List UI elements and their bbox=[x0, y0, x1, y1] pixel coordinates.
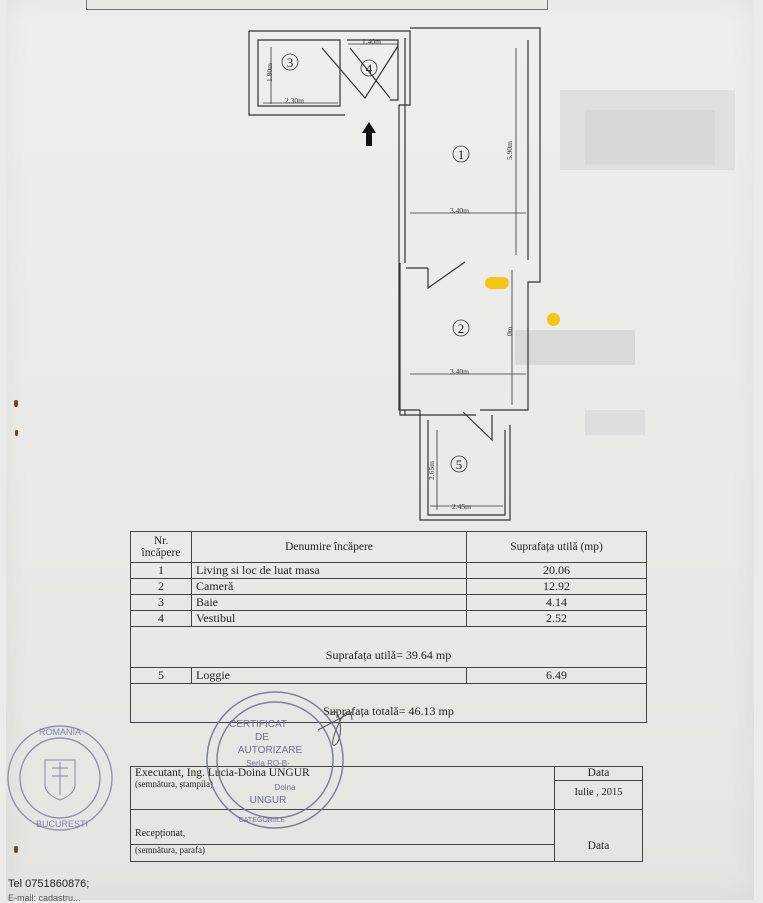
room-number: 1 bbox=[458, 147, 465, 162]
receptionat-note: (semnătura, parafa) bbox=[135, 845, 205, 855]
dim-label: 1.40m bbox=[362, 37, 381, 46]
header-name: Denumire încăpere bbox=[191, 531, 467, 563]
dim-label: 2.30m bbox=[285, 96, 304, 105]
room-number: 4 bbox=[366, 61, 373, 76]
row-nr: 2 bbox=[130, 578, 192, 595]
dim-label: 5.90m bbox=[505, 141, 514, 160]
footer-email: E-mail: cadastru... bbox=[8, 893, 81, 903]
room-number: 5 bbox=[456, 457, 463, 472]
row-area: 12.92 bbox=[466, 578, 647, 595]
row-name: Cameră bbox=[191, 578, 467, 595]
punch-mark bbox=[15, 430, 18, 436]
receptionat-label: Recepționat, bbox=[135, 828, 186, 839]
footer-phone: Tel 0751860876; bbox=[8, 878, 90, 890]
useful-total: Suprafața utilă= 39.64 mp bbox=[325, 647, 452, 662]
table-row: 3 Baie 4.14 bbox=[130, 594, 647, 611]
table-row: 5 Loggie 6.49 bbox=[130, 667, 647, 684]
row-area: 4.14 bbox=[466, 594, 647, 611]
dim-label: 3.40m bbox=[450, 367, 469, 376]
grand-total-row: Suprafața totală= 46.13 mp bbox=[130, 683, 647, 723]
table-row: 4 Vestibul 2.52 bbox=[130, 610, 647, 627]
redacted-area bbox=[515, 330, 635, 365]
row-nr: 5 bbox=[130, 667, 192, 684]
grand-total: Suprafața totală= 46.13 mp bbox=[323, 703, 454, 718]
row-nr: 1 bbox=[130, 562, 192, 579]
row-nr: 4 bbox=[130, 610, 192, 627]
data-label-2: Data bbox=[587, 840, 610, 852]
dim-label: 2.65m bbox=[427, 461, 436, 480]
redacted-area bbox=[585, 410, 645, 435]
dim-label: 3.40m bbox=[450, 206, 469, 215]
useful-total-row: Suprafața utilă= 39.64 mp bbox=[130, 626, 647, 668]
signature-table: Executant, Ing. Lucia-Doina UNGUR (semnă… bbox=[130, 766, 643, 862]
row-area: 6.49 bbox=[466, 667, 647, 684]
header-strip bbox=[86, 0, 548, 10]
row-area: 20.06 bbox=[466, 562, 647, 579]
executant-note: (semnătura, ștampila) bbox=[135, 779, 213, 789]
row-name: Baie bbox=[191, 594, 467, 611]
dim-label: 0m bbox=[505, 326, 514, 336]
row-name: Vestibul bbox=[191, 610, 467, 627]
redacted-area bbox=[585, 110, 715, 165]
header-nr: Nr. încăpere bbox=[130, 531, 192, 563]
room-number: 2 bbox=[458, 321, 465, 336]
header-area: Suprafața utilă (mp) bbox=[466, 531, 647, 563]
data-label: Data bbox=[555, 767, 642, 781]
dim-label: 2.45m bbox=[452, 502, 471, 511]
row-nr: 3 bbox=[130, 594, 192, 611]
room-number: 3 bbox=[287, 55, 294, 70]
table-row: 2 Cameră 12.92 bbox=[130, 578, 647, 595]
rooms-table: Nr. încăpere Denumire încăpere Suprafața… bbox=[130, 531, 647, 723]
row-area: 2.52 bbox=[466, 610, 647, 627]
row-name: Loggie bbox=[191, 667, 467, 684]
executant-label: Executant, Ing. Lucia-Doina UNGUR bbox=[135, 767, 310, 779]
punch-mark bbox=[14, 846, 18, 853]
table-row: 1 Living si loc de luat masa 20.06 bbox=[130, 562, 647, 579]
row-name: Living si loc de luat masa bbox=[191, 562, 467, 579]
highlight-marker bbox=[547, 313, 560, 326]
dim-label: 1.80m bbox=[265, 63, 274, 82]
punch-mark bbox=[14, 400, 18, 407]
highlight-marker bbox=[485, 277, 509, 289]
data-value: Iulie , 2015 bbox=[574, 787, 623, 798]
arrow-up-icon bbox=[362, 122, 376, 146]
